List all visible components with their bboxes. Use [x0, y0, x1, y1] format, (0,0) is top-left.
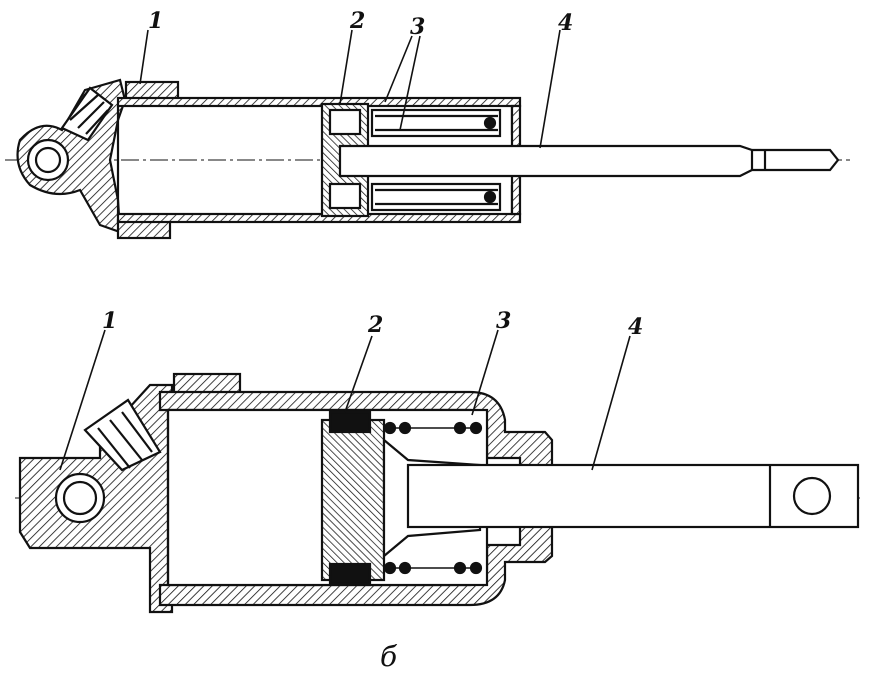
- bottom-rod: [406, 463, 860, 529]
- bottom-mount-head: [18, 383, 174, 614]
- top-barrel-upper-wall: [116, 96, 522, 108]
- bottom-label-1: 1: [102, 308, 117, 334]
- bottom-label-3: 3: [496, 308, 511, 334]
- top-cylinder-drawing: [5, 29, 850, 240]
- top-mount-head: [16, 78, 127, 234]
- bottom-seal-lower: [328, 562, 372, 586]
- bottom-piston: [320, 418, 386, 582]
- bottom-cylinder-drawing: [15, 329, 860, 614]
- top-label-2: 2: [349, 8, 365, 34]
- top-label-4: 4: [558, 10, 573, 36]
- top-label-1: 1: [148, 8, 163, 34]
- bottom-label-2: 2: [367, 312, 383, 338]
- top-label-3: 3: [410, 14, 425, 40]
- bottom-label-4: 4: [628, 314, 643, 340]
- figure-caption: б: [380, 640, 398, 673]
- bottom-rod-eye: [792, 476, 832, 516]
- top-rod: [338, 144, 840, 178]
- top-barrel-lower-wall: [116, 212, 522, 224]
- bottom-seal-upper: [328, 410, 372, 434]
- top-spring: [370, 108, 502, 212]
- bottom-spring: [383, 421, 483, 575]
